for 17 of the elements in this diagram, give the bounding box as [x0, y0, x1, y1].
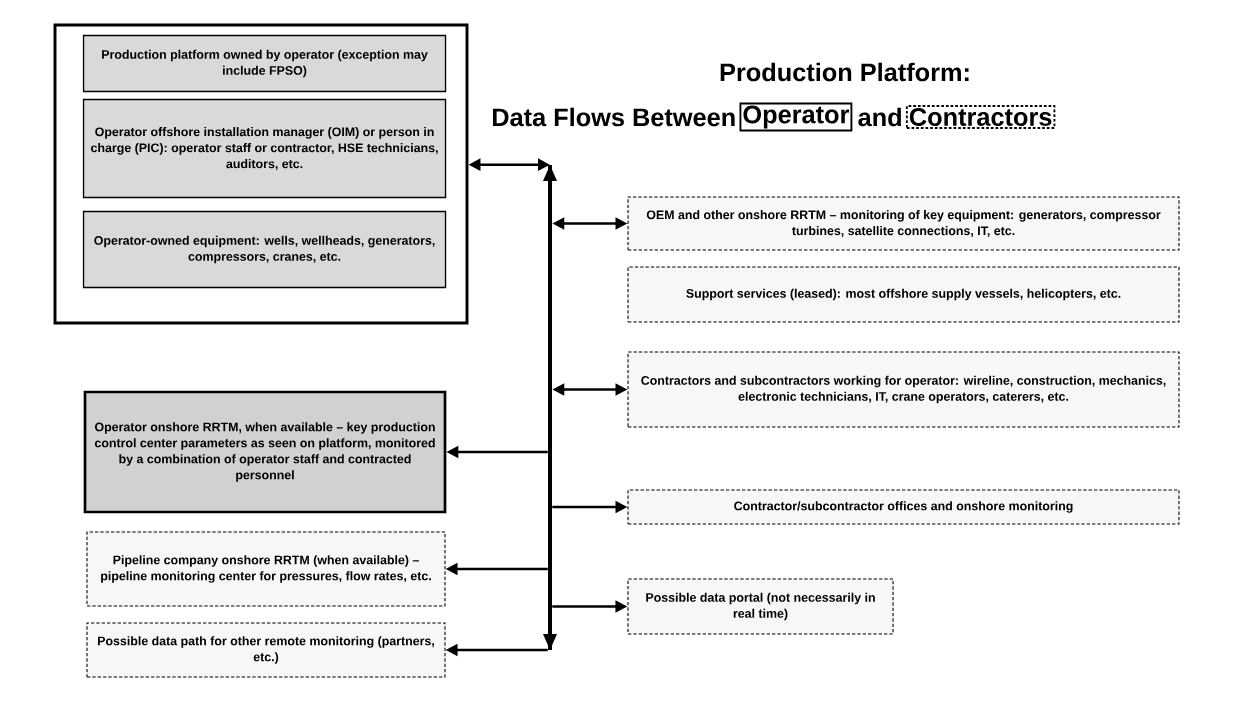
contractor-box: Possible data path for other remote monitoring (partners, etc.)	[86, 622, 446, 678]
contractor-box: Contractor/subcontractor offices and onshore monitoring	[627, 489, 1180, 525]
title: Production Platform:	[720, 62, 969, 82]
title: and	[858, 107, 901, 127]
legend-box: Operator	[739, 102, 853, 132]
contractor-box: Support services (leased): most offshore supply vessels, helicopters, etc.	[627, 266, 1180, 323]
bus-line	[543, 164, 557, 651]
contractor-box: Possible data portal (not necessarily in real time)	[627, 578, 894, 635]
legend-box: Contractors	[905, 105, 1056, 129]
contractor-box: Pipeline company onshore RRTM (when available) – pipeline monitoring center for pressures, flow rates, etc.	[86, 531, 446, 607]
contractor-box: OEM and other onshore RRTM – monitoring of key equipment: generators, compressor turbines, satellite connections, IT, etc.	[627, 196, 1180, 251]
operator-box: Operator-owned equipment: wells, wellheads, generators, compressors, cranes, etc.	[82, 210, 447, 289]
operator-box: Operator offshore installation manager (OIM) or person in charge (PIC): operator staff or contractor, HSE technicians, auditors, etc.	[82, 98, 447, 199]
operator-box: Production platform owned by operator (exception may include FPSO)	[82, 34, 447, 93]
operator-box: Operator onshore RRTM, when available – key production control center parameters as seen on platform, monitored by a combination of operator staff and contracted personnel	[83, 390, 447, 514]
title: Data Flows Between	[492, 107, 735, 127]
contractor-box: Contractors and subcontractors working for operator: wireline, construction, mechanics, electronic technicians, IT, crane operators, caterers, etc.	[627, 351, 1180, 428]
